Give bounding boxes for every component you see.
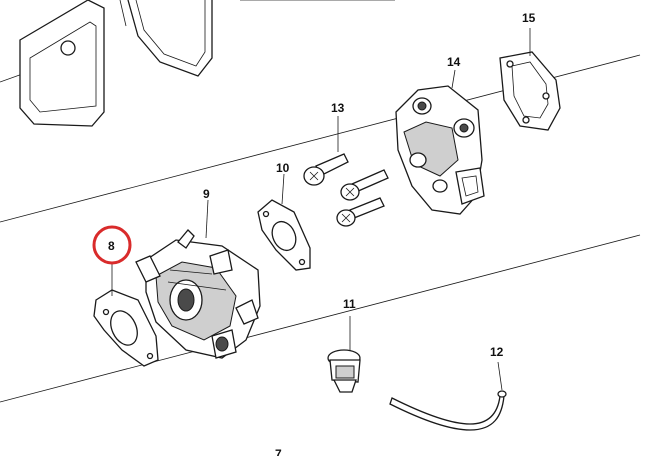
part-14-intake-adapter	[395, 69, 485, 215]
part-8-gasket	[93, 262, 159, 367]
part-12-hose	[389, 361, 507, 431]
callout-11: 11	[343, 297, 356, 311]
top-left-partial-parts	[19, 0, 213, 127]
callout-10: 10	[276, 161, 290, 175]
callout-7: 7	[275, 447, 282, 456]
callout-14: 14	[447, 55, 461, 69]
callout-9: 9	[203, 187, 210, 201]
callout-labels: 7 8 9 10 11 12 13 14 15	[108, 11, 536, 456]
part-10-gasket	[257, 173, 311, 271]
part-15-gasket	[499, 28, 561, 131]
part-11-fitting	[327, 316, 361, 393]
highlight-circle	[92, 225, 132, 265]
callout-12: 12	[490, 345, 504, 359]
part-9-carburetor	[135, 199, 261, 359]
part-13-screws	[303, 116, 389, 227]
callout-8: 8	[108, 239, 115, 253]
callout-15: 15	[522, 11, 536, 25]
callout-13: 13	[331, 101, 345, 115]
